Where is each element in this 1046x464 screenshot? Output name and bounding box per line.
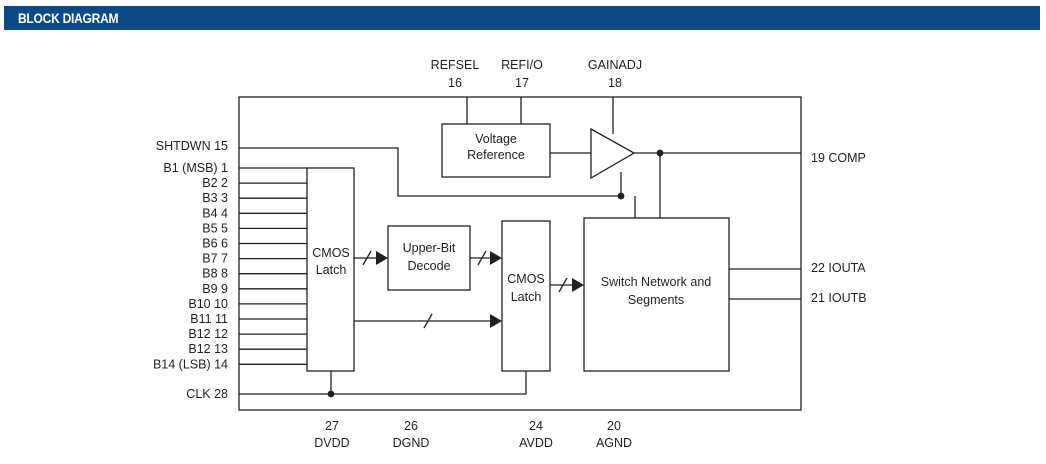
pin-dgnd-number: 26 (404, 419, 418, 433)
switch-network-block (583, 217, 730, 372)
pin-comp-label: 19 COMP (811, 151, 866, 165)
pin-clk-label: CLK 28 (186, 387, 228, 401)
pin-iouta-label: 22 IOUTA (811, 261, 866, 275)
voltage-reference-label-2: Reference (467, 148, 525, 162)
bit-pin-label: B8 8 (202, 267, 228, 281)
title-bar: BLOCK DIAGRAM (4, 6, 1040, 30)
bit-pin-label: B14 (LSB) 14 (153, 357, 228, 371)
pin-dgnd-name: DGND (393, 436, 430, 450)
pin-agnd-number: 20 (607, 419, 621, 433)
switch-network-label-2: Segments (628, 293, 684, 307)
bit-pin-label: B2 2 (202, 176, 228, 190)
upper-bit-decode-label-2: Decode (407, 259, 450, 273)
bit-pin-label: B12 13 (188, 342, 228, 356)
bit-pin-label: B9 9 (202, 282, 228, 296)
amplifier-triangle (590, 127, 636, 180)
upper-bit-decode-block (387, 225, 471, 291)
cmos-latch-2-label-2: Latch (511, 290, 542, 304)
voltage-reference-label-1: Voltage (475, 132, 517, 146)
bus-latch2-to-switch-slash (558, 277, 568, 293)
chip-outline (238, 96, 802, 411)
bus-latch1-to-latch2-arrow (490, 314, 502, 328)
bit-pin-group: B1 (MSB) 1B2 2B3 3B4 4B5 5 B6 6B7 7B8 8B9… (153, 161, 307, 371)
bit-pin-label: B11 11 (190, 312, 228, 326)
wire-clk (239, 371, 527, 395)
pin-refio-name: REFI/O (501, 58, 543, 72)
pin-avdd-name: AVDD (519, 436, 553, 450)
bus-decode-to-latch2-arrow (490, 251, 502, 265)
bus-latch1-to-decode-arrow (376, 251, 388, 265)
switch-network-label-1: Switch Network and (601, 275, 712, 289)
bit-pin-label: B6 6 (202, 237, 228, 251)
voltage-reference-block (441, 123, 551, 178)
cmos-latch-1-label-1: CMOS (312, 246, 350, 260)
bit-pin-label: B5 5 (202, 221, 228, 235)
pin-agnd-name: AGND (596, 436, 632, 450)
bit-pin-label: B4 4 (202, 206, 228, 220)
pin-dvdd-number: 27 (325, 419, 339, 433)
cmos-latch-1-label-2: Latch (316, 263, 347, 277)
bus-latch1-to-latch2-slash (423, 313, 433, 329)
bus-latch1-to-decode-slash (362, 250, 372, 266)
bit-pin-label: B3 3 (202, 191, 228, 205)
diagram-title: BLOCK DIAGRAM (18, 10, 119, 26)
junction-shtdwn (617, 192, 625, 200)
pin-ioutb-label: 21 IOUTB (811, 291, 867, 305)
bit-pin-label: B1 (MSB) 1 (163, 161, 228, 175)
cmos-latch-1-block (306, 167, 355, 372)
pin-gainadj-name: GAINADJ (588, 58, 642, 72)
pin-gainadj-number: 18 (608, 76, 622, 90)
pin-refsel-number: 16 (448, 76, 462, 90)
pin-refio-number: 17 (515, 76, 529, 90)
cmos-latch-2-label-1: CMOS (507, 272, 545, 286)
bus-latch2-to-switch-arrow (572, 278, 584, 292)
upper-bit-decode-label-1: Upper-Bit (403, 241, 456, 255)
bit-pin-label: B7 7 (202, 252, 228, 266)
pin-dvdd-name: DVDD (314, 436, 349, 450)
junction-clk (327, 390, 335, 398)
bit-pin-label: B10 10 (188, 297, 228, 311)
pin-avdd-number: 24 (529, 419, 543, 433)
bit-pin-label: B12 12 (188, 327, 228, 341)
pin-refsel-name: REFSEL (431, 58, 480, 72)
bus-decode-to-latch2-slash (477, 250, 487, 266)
pin-shtdwn-label: SHTDWN 15 (156, 139, 228, 153)
wire-shtdwn (239, 147, 621, 197)
